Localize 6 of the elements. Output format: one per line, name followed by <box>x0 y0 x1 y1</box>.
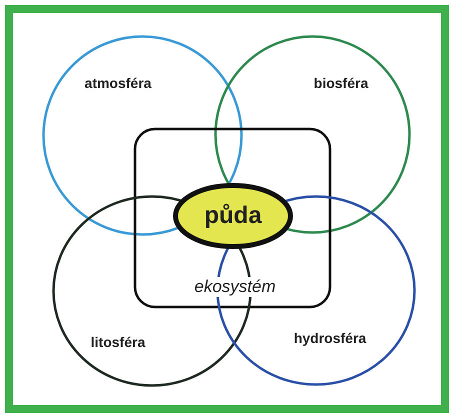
node-label: biosféra <box>314 75 368 91</box>
node-label: litosféra <box>90 334 146 350</box>
node-label: půda <box>204 202 262 230</box>
node-label: ekosystém <box>192 277 278 297</box>
node-label: hydrosféra <box>294 330 366 346</box>
node-label: atmosféra <box>84 75 152 91</box>
